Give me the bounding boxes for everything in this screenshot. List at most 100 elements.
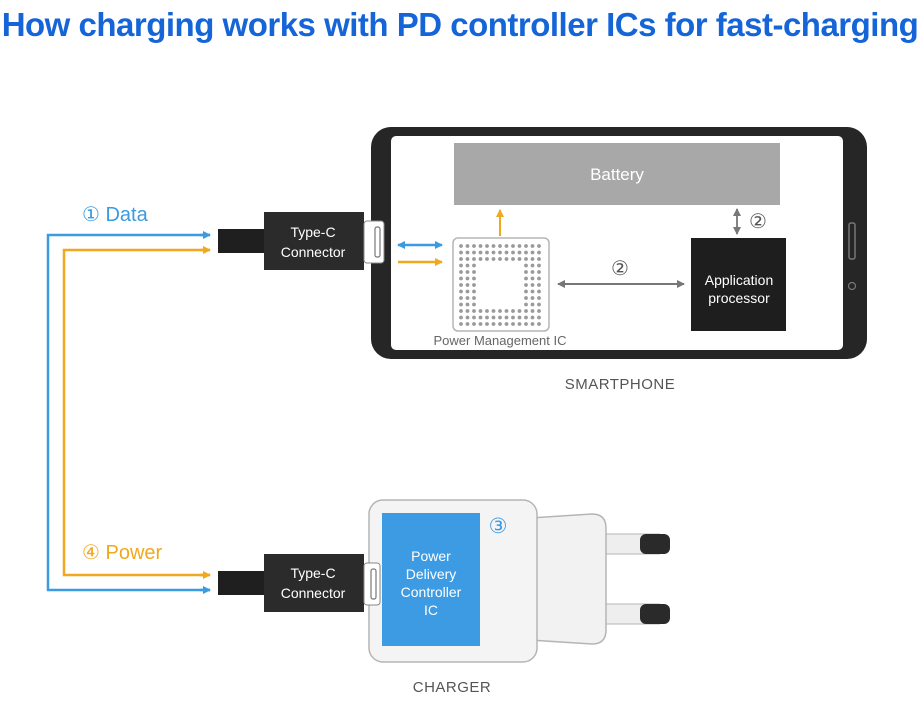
pmic-pin [459,309,463,313]
data-line [46,231,211,594]
pmic-pin [537,263,541,268]
pmic-pin [465,322,470,326]
pmic-pin [498,250,502,255]
pd-ic-label: Delivery [406,566,457,582]
pd-ic-label: Power [411,548,451,564]
pmic-pin [465,309,470,313]
pmic-pin [485,244,489,248]
power-label: ④ Power [82,542,163,564]
pmic-pin [465,302,470,307]
pmic-pin [504,257,509,261]
connector-label: Type-C [290,224,335,240]
pmic-pin [530,270,535,274]
pmic-pin [511,244,515,248]
pmic-pin [537,309,541,313]
power-management-ic: Power Management IC [434,237,567,348]
pmic-pin [465,244,470,248]
pmic-pin [524,276,528,281]
pmic-pin [537,244,541,248]
pmic-pin [530,276,535,281]
pmic-pin [459,296,463,300]
pmic-pin [459,302,463,307]
pmic-pin [524,315,528,320]
pmic-pin [537,283,541,287]
connector-label: Type-C [290,565,335,581]
pmic-pin [524,250,528,255]
pmic-pin [537,257,541,261]
side-button [848,222,856,260]
pmic-pin [498,309,502,313]
pmic-pin [465,296,470,300]
pmic-pin [478,244,483,248]
pmic-pin [485,309,489,313]
pmic-pin [524,283,528,287]
pmic-pin [511,309,515,313]
pmic-pin [465,283,470,287]
pmic-pin [504,244,509,248]
plug-head [529,513,607,645]
pmic-pin [472,296,476,300]
pmic-pin [504,309,509,313]
step-2-label: ② [749,211,767,233]
pmic-pin [465,276,470,281]
pmic-pin [491,309,496,313]
pmic-pin [472,244,476,248]
pmic-pin [485,322,489,326]
pmic-pin [530,302,535,307]
pmic-pin [511,257,515,261]
pmic-pin [491,250,496,255]
pmic-label: Power Management IC [434,333,567,348]
page-title: How charging works with PD controller IC… [1,6,919,43]
pmic-pin [465,257,470,261]
pmic-pin [498,257,502,261]
step-3-label: ③ [489,515,508,538]
pmic-pin [530,244,535,248]
pmic-pin [491,315,496,320]
pmic-pin [524,289,528,294]
pmic-pin [530,263,535,268]
pmic-pin [537,322,541,326]
pmic-pin [459,289,463,294]
pmic-pin [459,322,463,326]
pmic-pin [524,322,528,326]
charger-label: CHARGER [413,679,492,696]
pmic-pin [472,263,476,268]
pmic-pin [485,250,489,255]
pmic-pin [530,322,535,326]
pmic-pin [511,322,515,326]
smartphone-label: SMARTPHONE [565,376,676,393]
battery: Battery [454,143,780,205]
charger: Power Delivery Controller IC ③ [368,499,670,663]
plug-prong-tip [640,604,670,624]
pmic-pin [517,250,522,255]
camera-dot [847,281,857,291]
ap-label: processor [708,290,770,306]
pmic-pin [517,315,522,320]
pmic-pin [459,270,463,274]
ap-label: Application [705,272,774,288]
pmic-pin [524,270,528,274]
connector-label: Connector [281,585,346,601]
pmic-pin [511,250,515,255]
pmic-pin [465,250,470,255]
pmic-pin [517,244,522,248]
pmic-pin [524,309,528,313]
battery-label: Battery [590,165,644,184]
type-c-connector-charger: Type-C Connector [218,554,381,612]
pmic-pin [498,322,502,326]
pmic-pin [504,322,509,326]
pmic-pin [524,302,528,307]
step-2-label: ② [611,258,629,280]
pmic-pin [530,257,535,261]
pmic-pin [498,315,502,320]
pmic-pin [537,250,541,255]
pmic-pin [537,276,541,281]
pmic-pin [459,250,463,255]
pmic-pin [530,296,535,300]
pmic-pin [517,257,522,261]
pmic-pins [459,244,541,326]
pmic-pin [465,289,470,294]
application-processor: Application processor [691,238,786,331]
pmic-pin [478,322,483,326]
pmic-pin [472,309,476,313]
